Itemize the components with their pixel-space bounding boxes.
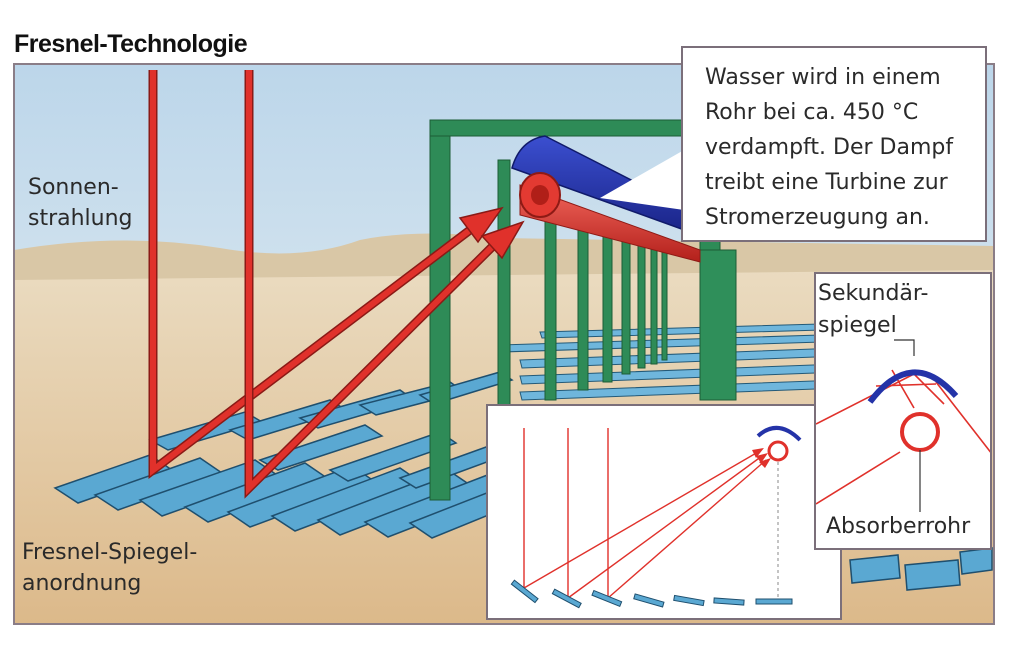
sun-radiation-label-line2: strahlung (28, 206, 133, 231)
callout-pointer (600, 150, 684, 210)
schematic-inset (486, 404, 842, 620)
callout-line: verdampft. Der Dampf (705, 135, 954, 160)
mirror-array-label: Fresnel-Spiegel- anordnung (22, 537, 197, 599)
sun-radiation-label: Sonnen- strahlung (28, 172, 133, 234)
secondary-mirror-label-line2: spiegel (818, 313, 897, 338)
callout-line: Rohr bei ca. 450 °C (705, 100, 919, 125)
absorber-detail-drawing (815, 339, 993, 512)
receiver-assembly (511, 135, 701, 263)
secondary-mirror-label-line1: Sekundär- (818, 281, 929, 306)
callout-line: Wasser wird in einem (705, 65, 941, 90)
sun-rays (148, 70, 525, 499)
callout-line: treibt eine Turbine zur (705, 170, 948, 195)
callout-line: Stromerzeugung an. (705, 205, 930, 230)
absorber-detail-inset (814, 272, 993, 550)
secondary-mirror-label: Sekundär- spiegel (818, 278, 928, 342)
info-callout: Wasser wird in einem Rohr bei ca. 450 °C… (681, 46, 987, 242)
sun-radiation-label-line1: Sonnen- (28, 175, 119, 200)
absorber-tube-label: Absorberrohr (826, 514, 971, 539)
page-title: Fresnel-Technologie (14, 30, 248, 58)
schematic-drawing (510, 426, 802, 609)
mirror-array-label-line2: anordnung (22, 571, 142, 596)
mirror-array-label-line1: Fresnel-Spiegel- (22, 540, 198, 565)
